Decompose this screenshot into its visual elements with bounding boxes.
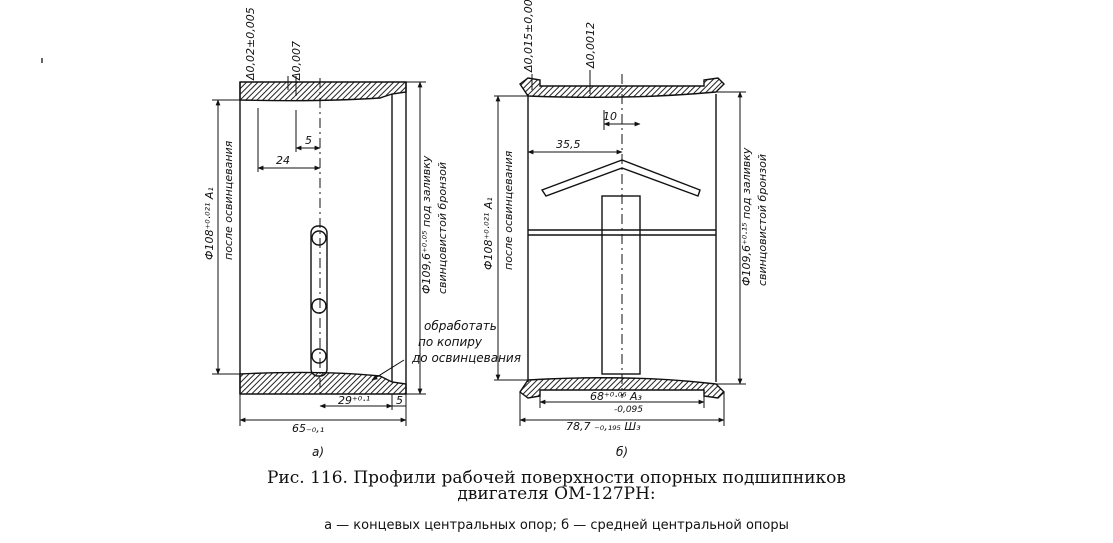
drawing-b-dim-10: 10	[603, 110, 617, 123]
drawing-b	[494, 70, 746, 426]
drawing-a-note-3: до освинцевания	[411, 351, 521, 365]
drawing-a-oil-groove	[310, 225, 328, 377]
drawing-a-oil-hole-3	[311, 348, 327, 364]
drawing-a	[212, 76, 426, 426]
drawing-a-note-leader	[371, 359, 405, 381]
drawing-b-dim-68: 68⁺⁰·⁰⁶ A₃	[590, 390, 643, 403]
drawing-b-view-label: б)	[616, 445, 628, 459]
drawing-a-note-2: по копиру	[418, 335, 483, 349]
drawing-a-dia-right-note: свинцовистой бронзой	[436, 162, 449, 294]
drawing-a-dia-right: Ф109,6⁺⁰·⁰⁵ под заливку	[420, 155, 433, 294]
drawing-b-top-shell	[519, 77, 725, 99]
drawing-b-dia-left-note: после освинцевания	[502, 150, 515, 270]
drawing-b-tol-inner: Δ0,0012	[584, 22, 597, 69]
drawing-b-chevron	[540, 159, 701, 197]
drawing-a-dim-24: 24	[276, 154, 290, 167]
drawing-a-dia-left: Ф108⁺⁰·⁰²¹ A₁	[203, 187, 216, 260]
drawing-a-dim-65: 65₋₀,₁	[292, 422, 324, 435]
drawing-b-bottom-shell	[519, 377, 725, 399]
drawing-a-dim-5b: 5	[396, 394, 403, 407]
drawing-a-bottom-shell	[239, 371, 407, 395]
drawing-a-dia-left-note: после освинцевания	[222, 140, 235, 260]
drawing-b-dia-right-note: свинцовистой бронзой	[756, 154, 769, 286]
bearing-profiles-figure: Δ0,02±0,005 Δ0,007 5 24 Ф108⁺⁰·⁰²¹ A₁ по…	[41, 0, 769, 459]
drawing-a-tol-inner: Δ0,007	[290, 41, 303, 81]
caption-line-1: Рис. 116. Профили рабочей поверхности оп…	[266, 468, 846, 488]
drawing-a-top-shell	[239, 81, 407, 102]
drawing-b-tol-top: Δ0,015±0,005	[522, 0, 535, 73]
drawing-b-dim-78-tol: -0,095	[614, 405, 643, 415]
drawing-b-dim-78: 78,7 ₋₀,₁₉₅ Ш₃	[566, 420, 641, 433]
drawing-a-oil-hole-1	[311, 230, 327, 246]
drawing-a-view-label: а)	[312, 445, 324, 459]
drawing-a-tol-top: Δ0,02±0,005	[244, 7, 257, 81]
drawing-b-dia-right: Ф109,6⁺⁰·¹⁵ под заливку	[740, 147, 753, 286]
drawing-a-dim-29: 29⁺⁰·¹	[338, 394, 370, 407]
drawing-b-oil-pocket	[601, 195, 641, 375]
drawing-b-dim-35: 35,5	[556, 138, 581, 151]
drawing-a-oil-hole-2	[311, 298, 327, 314]
caption-line-2: двигателя ОМ-127РН:	[457, 484, 656, 504]
drawing-a-note-1: обработать	[424, 319, 497, 333]
caption-line-3: а — концевых центральных опор; б — средн…	[324, 518, 789, 533]
drawing-b-dia-left: Ф108⁺⁰·⁰²¹ A₁	[482, 197, 495, 270]
drawing-a-dim-5: 5	[305, 134, 312, 147]
